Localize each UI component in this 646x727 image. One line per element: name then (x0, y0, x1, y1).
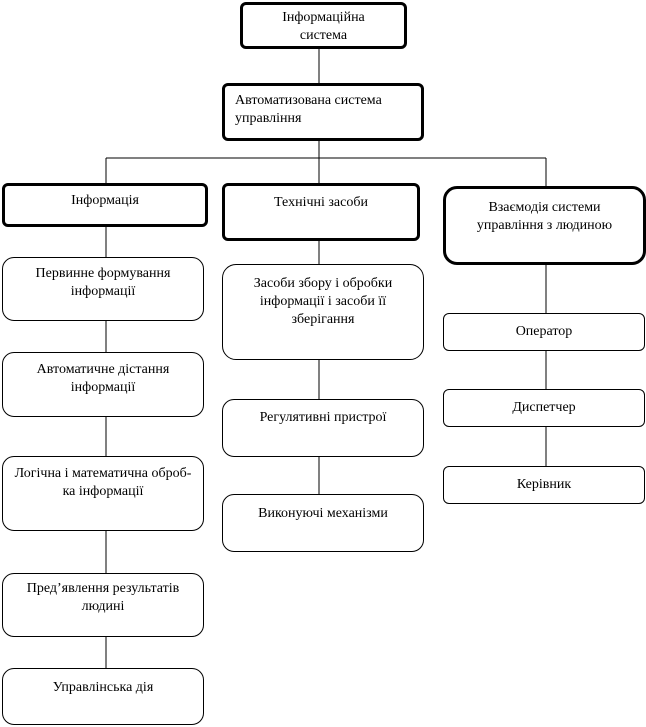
node-dispatcher: Диспетчер (443, 389, 645, 427)
node-primary-info-formation: Первинне формування інформації (2, 257, 204, 321)
node-results-presentation: Пред’явлення результатів людині (2, 573, 204, 637)
node-operator: Оператор (443, 313, 645, 351)
node-information: Інформація (2, 183, 208, 227)
node-automated-control-system: Автоматизована система управління (222, 83, 424, 141)
node-executive-mechanisms: Виконуючі механізми (222, 494, 424, 552)
node-manager: Керівник (443, 466, 645, 504)
node-human-interaction: Взаємодія системи управління з людиною (443, 186, 646, 265)
node-technical-means: Технічні засоби (222, 183, 420, 241)
node-information-system: Інформаційна система (240, 2, 407, 49)
node-logical-math-processing: Логічна і математична оброб-ка інформаці… (2, 456, 204, 531)
node-control-action: Управлінська дія (2, 668, 204, 725)
node-regulating-devices: Регулятивні пристрої (222, 399, 424, 457)
node-collection-processing-storage: Засоби збору і обробки інформації і засо… (222, 264, 424, 360)
node-automatic-info-retrieval: Автоматичне дістання інформації (2, 352, 204, 417)
